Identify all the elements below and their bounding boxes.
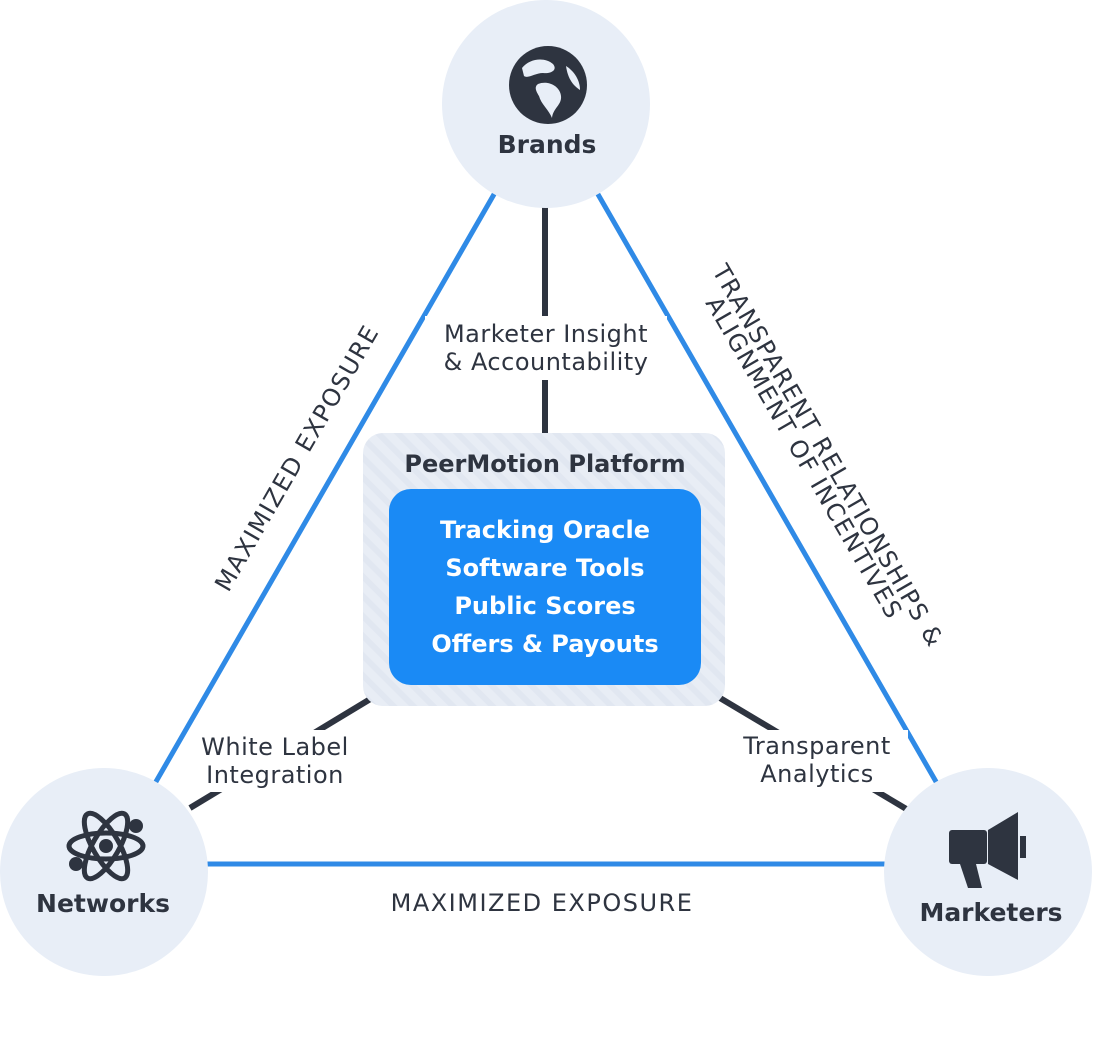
platform-title: PeerMotion Platform bbox=[404, 450, 685, 478]
feature-box bbox=[389, 489, 701, 685]
spoke-label-left-line1: White Label bbox=[201, 733, 349, 761]
spoke-label-left: White Label Integration bbox=[190, 730, 362, 792]
node-networks: Networks bbox=[0, 768, 208, 976]
megaphone-icon bbox=[949, 812, 1026, 888]
spoke-label-right-line1: Transparent bbox=[742, 732, 891, 760]
edge-brands-marketers bbox=[543, 102, 991, 874]
edge-label-bottom: MAXIMIZED EXPOSURE bbox=[391, 889, 694, 917]
feature-item: Tracking Oracle bbox=[440, 516, 650, 544]
node-marketers: Marketers bbox=[884, 768, 1092, 976]
spoke-label-top: Marketer Insight & Accountability bbox=[425, 316, 667, 380]
node-label-marketers: Marketers bbox=[919, 898, 1062, 927]
feature-item: Public Scores bbox=[454, 592, 635, 620]
spoke-label-left-line2: Integration bbox=[206, 761, 344, 789]
atom-icon bbox=[66, 810, 146, 882]
spoke-label-right: Transparent Analytics bbox=[728, 730, 908, 792]
spoke-label-top-line2: & Accountability bbox=[444, 348, 649, 376]
node-label-networks: Networks bbox=[36, 889, 170, 918]
edge-label-right-line2: ALIGNMENT OF INCENTIVES bbox=[700, 292, 908, 625]
edge-brands-networks bbox=[101, 102, 549, 874]
spoke-label-right-line2: Analytics bbox=[760, 760, 873, 788]
globe-icon bbox=[509, 46, 587, 124]
node-label-brands: Brands bbox=[498, 130, 597, 159]
feature-item: Offers & Payouts bbox=[431, 630, 658, 658]
node-brands: Brands bbox=[442, 0, 650, 208]
feature-item: Software Tools bbox=[445, 554, 644, 582]
spoke-label-top-line1: Marketer Insight bbox=[444, 320, 648, 348]
edge-label-left: MAXIMIZED EXPOSURE bbox=[209, 320, 385, 596]
